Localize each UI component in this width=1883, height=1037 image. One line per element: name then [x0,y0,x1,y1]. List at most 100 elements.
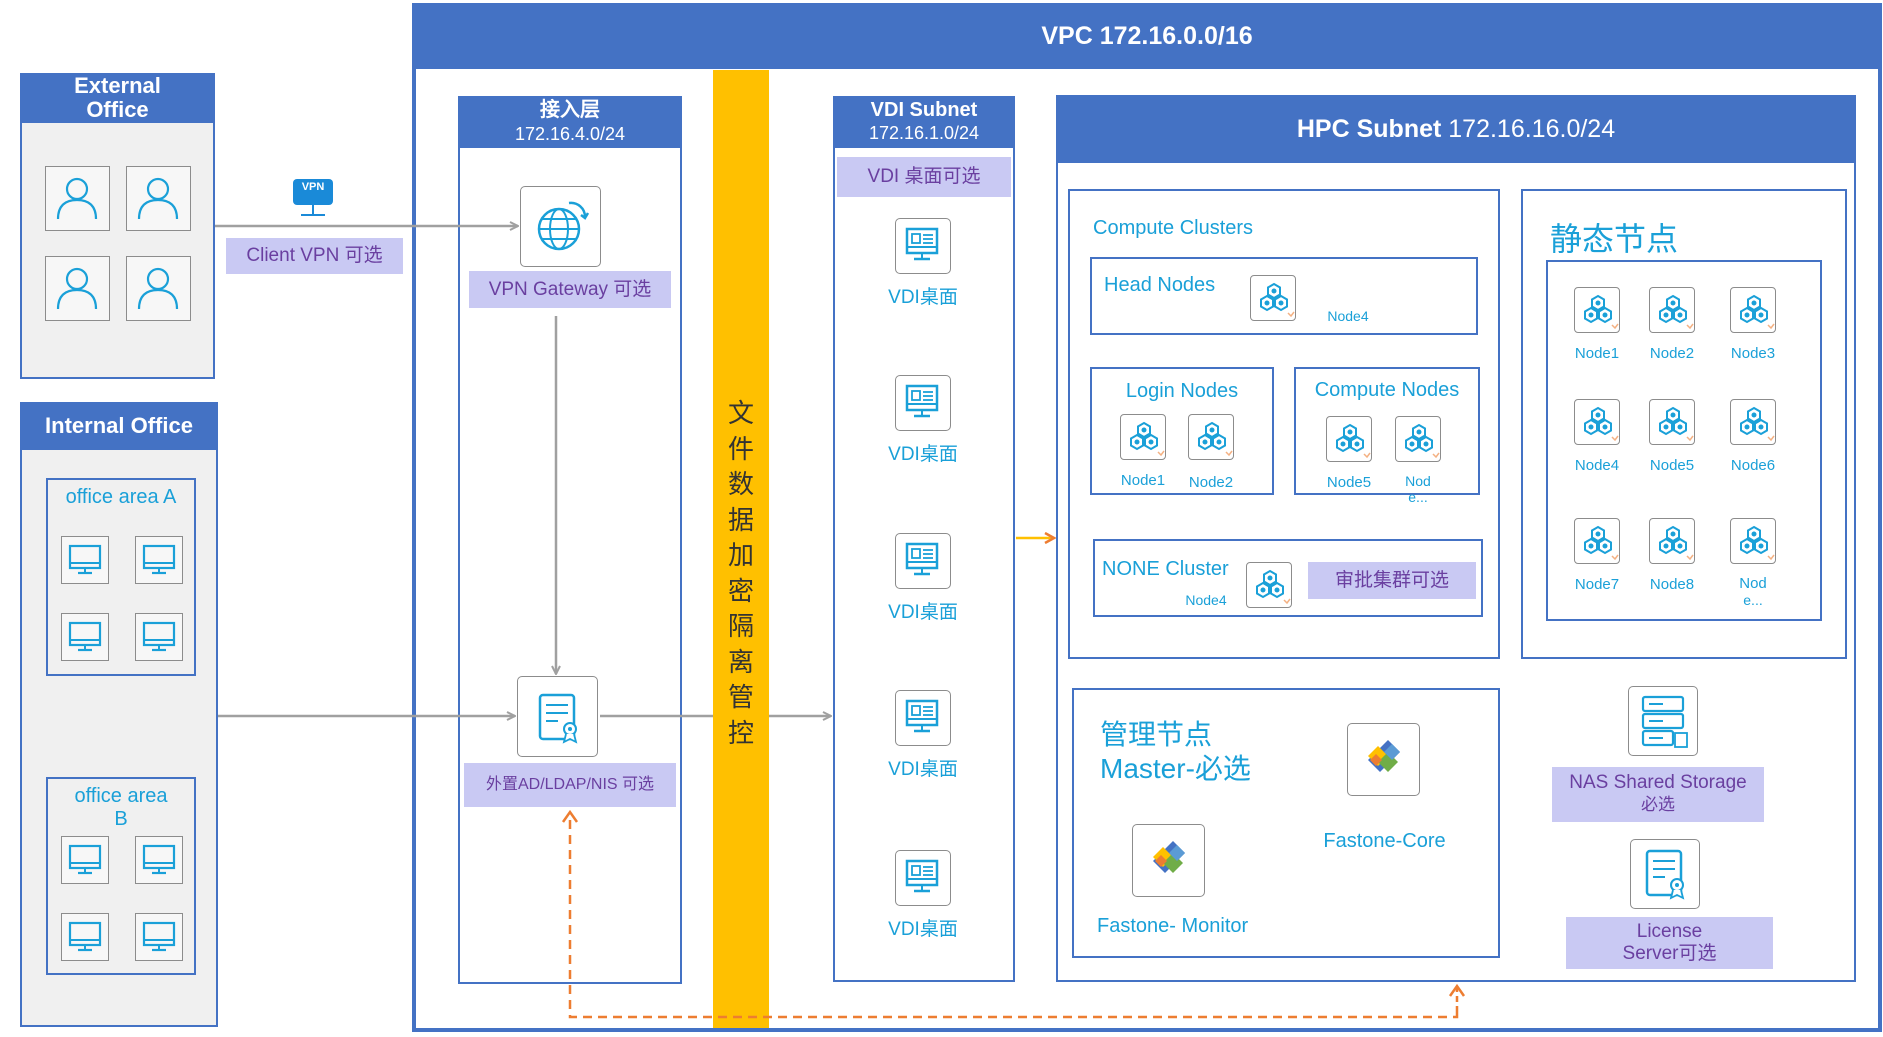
node-label: Node4 [1327,308,1369,324]
node-label-text: Node7 [1574,576,1620,593]
fastone-monitor-icon [1132,824,1205,897]
node-icon [1246,562,1292,608]
internal-office-title: Internal Office [45,413,193,438]
compute-clusters-title: Compute Clusters [1093,217,1254,239]
vpn-gateway-text: VPN Gateway 可选 [488,279,652,300]
external-office-title-line2: Office [86,97,149,122]
node-label: Node2 [1188,474,1234,491]
static-nodes-title: 静态节点 [1550,221,1679,257]
hpc-subnet-title-bold: HPC Subnet [1296,115,1442,143]
vdi-subnet-cidr: 172.16.1.0/24 [868,123,980,143]
node-icon [1730,287,1776,333]
vdi-optional-label: VDI 桌面可选 [837,157,1011,197]
vdi-desktop-label: VDI桌面 [888,919,958,940]
hpc-subnet-header: HPC Subnet 172.16.16.0/24 [1056,95,1856,163]
vdi-desktop-label: VDI桌面 [888,287,958,308]
monitor-icon [135,613,183,661]
node-label-truncation: e... [1408,489,1428,505]
management-title-line2: Master-必选 [1100,753,1251,784]
vpc-title-bar: VPC 172.16.0.0/16 [412,3,1882,69]
encryption-char: 离 [727,646,754,677]
fastone-core-label: Fastone-Core [1323,830,1446,852]
office-area-b-line2: B [114,808,128,830]
office-area-b-line1: office area [74,785,168,807]
node-icon [1730,518,1776,564]
vdi-desktop-icon [895,218,951,274]
vdi-desktop-icon [895,533,951,589]
license-server-label: License Server可选 [1566,917,1773,969]
node-label: Node6 [1713,457,1793,474]
vdi-desktop-label: VDI桌面 [888,444,958,465]
client-vpn-text: Client VPN 可选 [246,245,383,266]
node-label: Node1 [1557,345,1637,362]
external-office-title-line1: External [74,73,161,98]
user-icon [126,166,191,231]
node-icon [1188,414,1234,460]
encryption-char: 数 [727,469,754,499]
nas-storage-label: NAS Shared Storage 必选 [1552,767,1764,822]
compute-nodes-box [1294,367,1480,495]
access-layer-title: 接入层 [540,99,600,121]
ad-ldap-label: 外置AD/LDAP/NIS 可选 [464,763,676,807]
node-icon [1574,518,1620,564]
user-icon [45,256,110,321]
license-server-icon [1630,839,1700,909]
vpc-title: VPC 172.16.0.0/16 [1041,22,1253,50]
vpn-badge-text: VPN [301,181,325,193]
access-layer-subnet: 172.16.4.0/24 [514,124,626,144]
node-label: Node7 [1557,576,1637,593]
fastone-monitor-label: Fastone- Monitor [1097,915,1249,937]
internal-office-header: Internal Office [20,402,218,450]
encryption-char: 隔 [727,611,754,641]
management-title: 管理节点 Master-必选 [1100,718,1251,786]
client-vpn-label: Client VPN 可选 [226,238,403,274]
encryption-char: 控 [727,717,754,748]
node-icon [1649,518,1695,564]
node-label: Node2 [1632,345,1712,362]
encryption-char: 文 [727,398,754,428]
none-cluster-title: NONE Cluster [1102,558,1229,580]
encryption-char: 件 [727,433,754,464]
node-icon [1730,399,1776,445]
office-area-b-label: office area B [46,785,196,831]
vdi-desktop-label: VDI桌面 [888,759,958,780]
monitor-icon [135,536,183,584]
vdi-subnet-header: VDI Subnet 172.16.1.0/24 [833,96,1015,148]
nas-storage-line1: NAS Shared Storage [1569,772,1747,793]
node-label: Node4 [1557,457,1637,474]
node-label-text: Node3 [1730,345,1776,362]
node-label-truncation: e... [1743,592,1763,608]
encryption-char: 据 [727,504,754,535]
encryption-char: 密 [727,575,754,606]
node-label-text: Nod [1405,473,1431,489]
head-nodes-title: Head Nodes [1104,274,1216,296]
vdi-desktop-label: VDI桌面 [888,602,958,623]
node-label: Node1 [1120,472,1166,489]
node-label: Node5 [1326,474,1372,491]
node-label-text: Node2 [1649,345,1695,362]
monitor-icon [61,613,109,661]
node-icon [1649,287,1695,333]
node-label: Node3 [1713,345,1793,362]
fastone-core-icon [1347,723,1420,796]
hpc-subnet-title-cidr: 172.16.16.0/24 [1441,115,1616,143]
node-label: Nod e... [1378,473,1458,505]
node-label: Node5 [1632,457,1712,474]
license-server-line2: Server可选 [1622,943,1717,964]
node-icon [1395,416,1441,462]
vdi-desktop-icon [895,375,951,431]
license-server-line1: License [1636,921,1703,942]
node-label: Node4 [1185,592,1227,608]
access-layer-header: 接入层 172.16.4.0/24 [458,96,682,148]
vdi-desktop-icon [895,850,951,906]
approval-cluster-label: 审批集群可选 [1308,562,1476,599]
node-icon [1649,399,1695,445]
user-icon [45,166,110,231]
encryption-char: 加 [727,540,754,570]
external-office-header: External Office [20,73,215,123]
monitor-icon [61,836,109,884]
nas-storage-icon [1628,686,1698,756]
vpn-gateway-icon [520,186,601,267]
encryption-char: 管 [727,682,754,712]
